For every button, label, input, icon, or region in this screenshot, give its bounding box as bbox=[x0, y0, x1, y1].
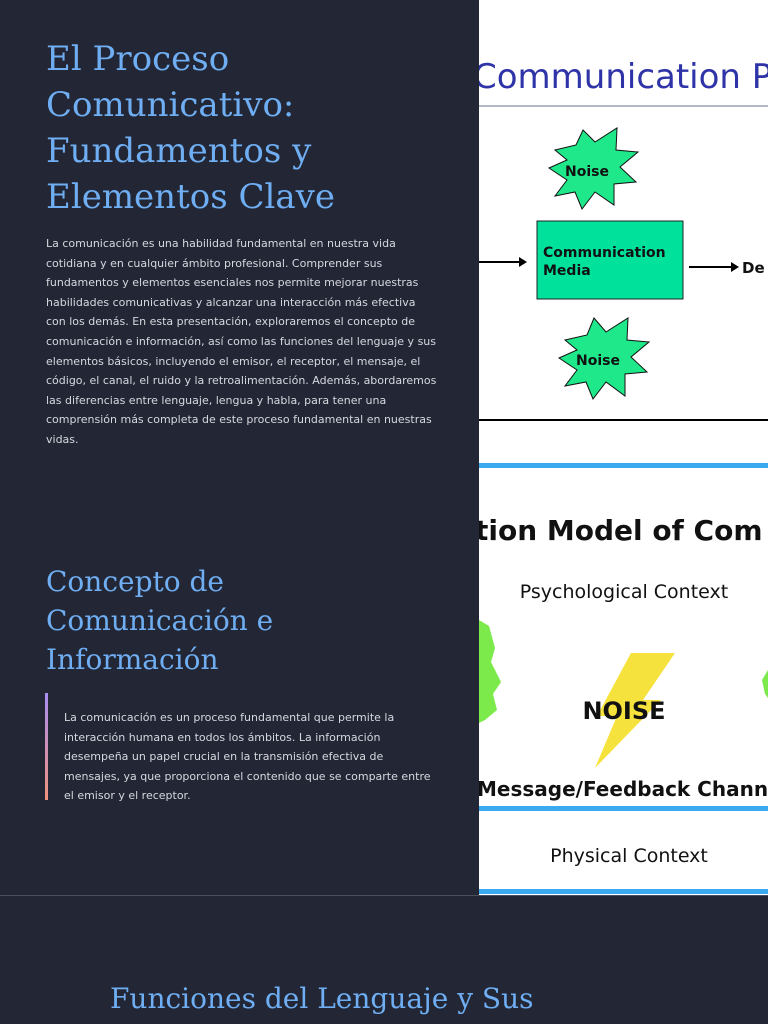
slide1-title: El Proceso Comunicativo: Fundamentos y E… bbox=[46, 39, 335, 217]
channel-label: Message/Feedback Channe bbox=[479, 777, 768, 801]
arrow-out-head bbox=[731, 262, 739, 272]
media-label-1: Communication bbox=[543, 245, 666, 261]
slide2-body: La comunicación es un proceso fundamenta… bbox=[64, 711, 431, 803]
top-blue-rule bbox=[479, 463, 768, 468]
noise-top-label: Noise bbox=[565, 164, 609, 180]
slide1-body: La comunicación es una habilidad fundame… bbox=[46, 237, 437, 446]
diagram2-header: tion Model of Com bbox=[479, 514, 763, 547]
media-label-2: Media bbox=[543, 263, 591, 279]
slide-divider bbox=[0, 895, 768, 896]
slide3-title: Funciones del Lenguaje y Sus bbox=[110, 982, 534, 1015]
noise-star-icon bbox=[547, 127, 640, 210]
noise-label: NOISE bbox=[582, 697, 665, 725]
noise-star-icon bbox=[557, 317, 651, 400]
media-box bbox=[536, 220, 684, 300]
head-silhouette-right bbox=[762, 670, 768, 698]
slide2-title: Concepto de Comunicación e Información bbox=[46, 565, 274, 676]
diagram2-svg: tion Model of Com Psychological Context … bbox=[479, 448, 768, 896]
mid-blue-rule bbox=[479, 806, 768, 811]
lightning-bolt-icon bbox=[595, 653, 675, 768]
diagram-header: Communication Pr bbox=[479, 57, 768, 97]
bottom-blue-rule bbox=[479, 889, 768, 894]
diagram-svg: Communication Pr Noise Communication Med… bbox=[479, 57, 768, 421]
head-silhouette-left bbox=[479, 620, 501, 723]
accent-bar bbox=[45, 693, 48, 800]
arrow-in-head bbox=[519, 257, 527, 267]
psych-context-label: Psychological Context bbox=[520, 581, 728, 603]
noise-bottom-label: Noise bbox=[576, 353, 620, 369]
physical-context-label: Physical Context bbox=[550, 845, 708, 867]
transaction-model-diagram: tion Model of Com Psychological Context … bbox=[479, 448, 768, 896]
communication-process-diagram: Communication Pr Noise Communication Med… bbox=[479, 0, 768, 448]
destination-label-cut: De bbox=[742, 259, 765, 277]
